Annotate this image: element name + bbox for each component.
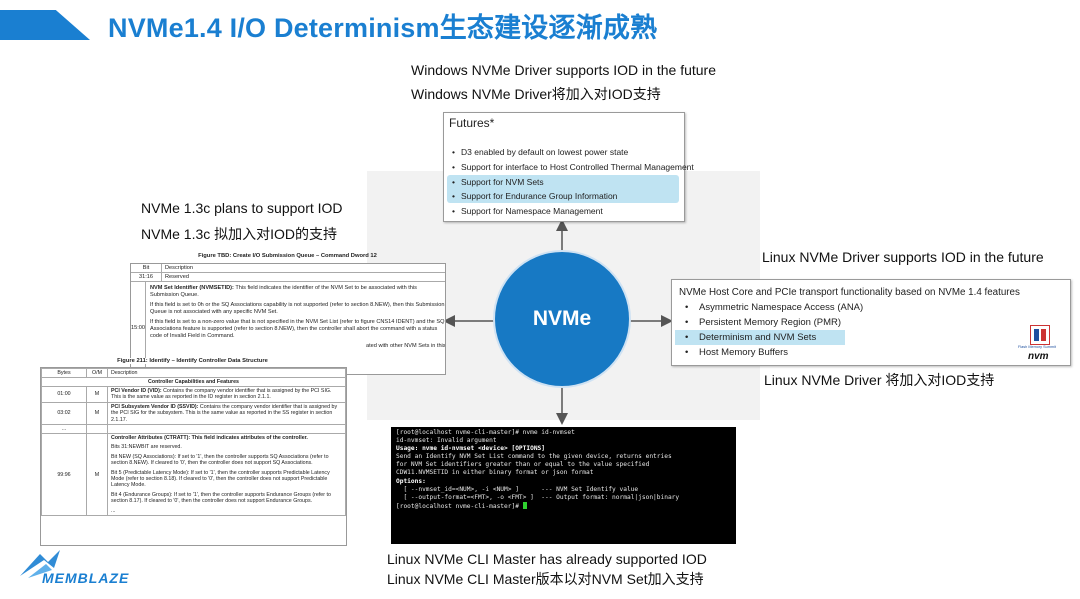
linux-driver-item: Host Memory Buffers [675, 345, 845, 360]
fig-tbd-field-desc: This field indicates the identifier of t… [150, 285, 417, 298]
linux-driver-item: Asymmetric Namespace Access (ANA) [675, 300, 863, 315]
fig-211-om: M [86, 433, 108, 517]
futures-item: Support for interface to Host Controlled… [447, 160, 694, 174]
fig-211-bytes: ... [41, 424, 87, 435]
windows-caption-cn: Windows NVMe Driver将加入对IOD支持 [411, 86, 661, 102]
cli-terminal: [root@localhost nvme-cli-master]# nvme i… [391, 427, 736, 544]
fig-tbd-bit: 31:16 [131, 273, 162, 281]
linux-driver-item-highlighted: Determinism and NVM Sets [675, 330, 845, 345]
fig-tbd-col-bit: Bit [131, 264, 162, 272]
linux-driver-caption-cn: Linux NVMe Driver 将加入对IOD支持 [764, 372, 995, 388]
ctratt-line: Bit 5 (Predictable Latency Mode): If set… [111, 469, 330, 489]
fig-211-col-om: O/M [86, 368, 108, 378]
linux-driver-caption-en: Linux NVMe Driver supports IOD in the fu… [762, 249, 1044, 265]
windows-caption-en: Windows NVMe Driver supports IOD in the … [411, 62, 716, 78]
page-title: NVMe1.4 I/O Determinism生态建设逐渐成熟 [108, 13, 658, 43]
terminal-line: Send an Identify NVM Set List command to… [396, 453, 672, 461]
fig-211-field-desc: Contains the company vendor identifier t… [111, 388, 332, 401]
terminal-cursor [522, 501, 527, 509]
fig-tbd-field-name: NVM Set Identifier (NVMSETID): [150, 285, 234, 291]
ctratt-line: Bits 31:NEWBIT are reserved. [111, 444, 182, 451]
fig-211-col-desc: Description [107, 368, 346, 378]
memblaze-logo-icon [20, 550, 60, 578]
fig-tbd-document: Bit Description 31:16 Reserved 15:00 NVM… [130, 263, 446, 375]
terminal-line: Options: [396, 477, 426, 485]
linux-driver-box-title: NVMe Host Core and PCIe transport functi… [679, 287, 1020, 298]
futures-item-highlighted: Support for Endurance Group Information [447, 189, 679, 203]
ctratt-line: Controller Attributes (CTRATT): This fie… [111, 435, 308, 442]
windows-futures-box: Futures* D3 enabled by default on lowest… [443, 112, 694, 222]
fig-211-om: M [86, 401, 108, 426]
nvm-express-logo-icon: nvm [1028, 351, 1049, 362]
terminal-line: id-nvmset: Invalid argument [396, 437, 497, 445]
spec-caption-cn: NVMe 1.3c 拟加入对IOD的支持 [141, 226, 338, 242]
nvme-center-label: NVMe [532, 307, 592, 330]
terminal-line: Usage: nvme id-nvmset <device> [OPTIONS] [396, 445, 546, 453]
futures-item: Support for Namespace Management [447, 204, 679, 218]
fig-tbd-title: Figure TBD: Create I/O Submission Queue … [198, 253, 377, 259]
fig-211-document: Bytes O/M Description Controller Capabil… [40, 367, 347, 546]
fig-211-title: Figure 211: Identify – Identify Controll… [40, 358, 345, 364]
fig-tbd-paragraph: If this field is set to 0h or the SQ Ass… [150, 302, 445, 315]
fig-tbd-bit: 15:00 [131, 282, 146, 374]
terminal-prompt: [root@localhost nvme-cli-master]# [396, 502, 523, 510]
ctratt-line: Bit 4 (Endurance Groups): If set to '1',… [111, 491, 331, 505]
fig-211-bytes: 99:96 [41, 433, 87, 517]
memblaze-logo-text: MEMBLAZE [42, 570, 130, 586]
fig-tbd-desc: Reserved [165, 274, 189, 280]
fig-tbd-col-desc: Description [165, 265, 193, 271]
fig-211-field-desc [107, 424, 346, 435]
flash-memory-summit-label: Flash Memory Summit [1018, 345, 1056, 349]
terminal-line: CDW11.NVMSETID in either binary format o… [396, 469, 594, 477]
cli-caption-en: Linux NVMe CLI Master has already suppor… [387, 551, 707, 567]
futures-title: Futures* [449, 116, 495, 130]
futures-item-highlighted: Support for NVM Sets [447, 175, 679, 189]
ctratt-line: ... [111, 507, 116, 514]
linux-driver-item: Persistent Memory Region (PMR) [675, 315, 845, 330]
memblaze-logo: MEMBLAZE [18, 548, 158, 593]
fig-tbd-paragraph: ated with other NVM Sets in this [366, 343, 446, 350]
fig-211-section: Controller Capabilities and Features [41, 377, 346, 387]
flash-memory-summit-logo-icon [1030, 325, 1050, 345]
fig-211-bytes: 01:00 [41, 386, 87, 403]
fig-211-field-name: PCI Subsystem Vendor ID (SSVID): [111, 403, 199, 410]
terminal-line: [root@localhost nvme-cli-master]# nvme i… [396, 429, 575, 436]
terminal-line: [ --nvmset_id=<NUM>, -i <NUM> ] --- NVM … [396, 485, 639, 493]
fig-tbd-paragraph: If this field is set to a non-zero value… [150, 319, 445, 339]
terminal-line: [ --output-format=<FMT>, -o <FMT> ] --- … [396, 493, 680, 501]
fig-211-bytes: 03:02 [41, 401, 87, 426]
futures-item: D3 enabled by default on lowest power st… [447, 145, 679, 159]
fig-211-om: M [86, 386, 108, 403]
cli-caption-cn: Linux NVMe CLI Master版本以对NVM Set加入支持 [387, 571, 704, 587]
terminal-line: for NVM Set identifiers greater than or … [396, 461, 650, 469]
ctratt-line: Bit NEW (SQ Associations): If set to '1'… [111, 453, 329, 467]
fig-211-field-name: PCI Vendor ID (VID): [111, 388, 162, 394]
linux-driver-box: NVMe Host Core and PCIe transport functi… [671, 279, 1071, 366]
nvme-center-circle: NVMe [495, 252, 629, 386]
fig-211-field-desc: Contains the company vendor identifier t… [111, 403, 338, 423]
spec-caption-en: NVMe 1.3c plans to support IOD [141, 200, 343, 216]
fig-211-col-bytes: Bytes [41, 368, 87, 378]
fig-211-om [86, 424, 108, 435]
